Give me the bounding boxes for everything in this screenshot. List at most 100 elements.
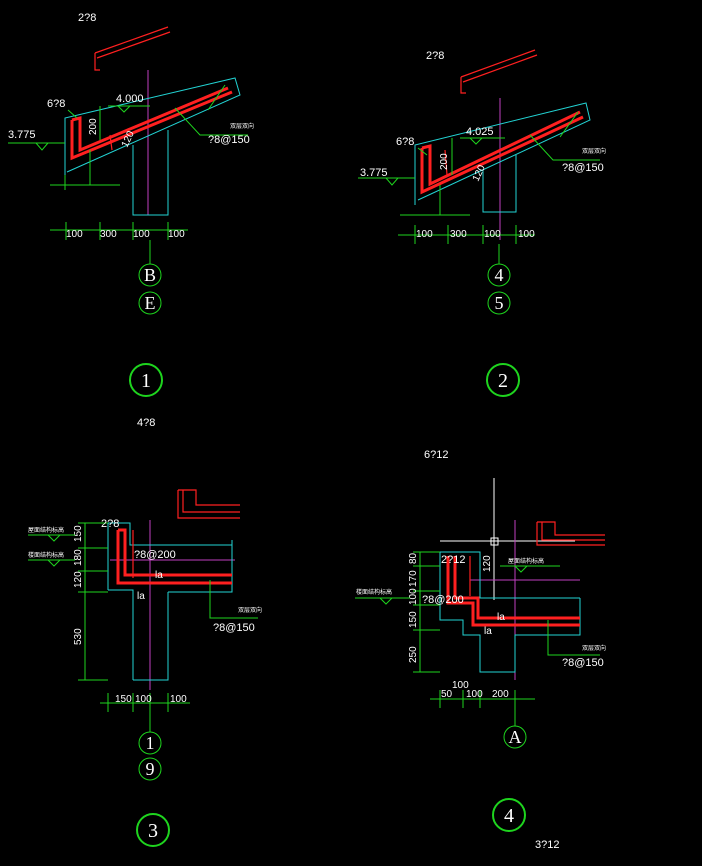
detail-2-rebar-spacing: ?8@150 xyxy=(562,162,604,174)
detail-3-parapet xyxy=(177,490,240,519)
detail-2-dim-2: 100 xyxy=(484,229,501,240)
detail-1-slab xyxy=(64,77,241,175)
detail-4-note-mid: 楼面结构标高 xyxy=(356,588,392,596)
detail-4-anchor-b: la xyxy=(484,626,492,637)
detail-4-dim-2: 200 xyxy=(492,689,509,700)
detail-3-anchor-b: la xyxy=(137,591,145,602)
detail-1-dim-2: 100 xyxy=(133,229,150,240)
detail-4-stirrup: ?8@200 xyxy=(422,594,464,606)
detail-1-rebar xyxy=(70,90,233,161)
detail-2-dim-vertical: 200 xyxy=(439,153,450,170)
detail-1-dim-0: 100 xyxy=(66,229,83,240)
detail-2-slab xyxy=(414,102,591,205)
detail-1-dim-1: 300 xyxy=(100,229,117,240)
detail-2-side-rebar: 6?8 xyxy=(396,136,414,148)
detail-1-note: 双层双向 xyxy=(230,122,254,130)
detail-4-axis-circle-a xyxy=(503,725,527,749)
detail-4-top-rebar: 6?12 xyxy=(424,449,448,461)
detail-2-axis-circle-b xyxy=(487,291,511,315)
detail-3-dim-0: 150 xyxy=(115,694,132,705)
detail-4-parapet xyxy=(536,522,605,546)
detail-2-note: 双层双向 xyxy=(582,147,606,155)
detail-4-dim-0: 50 xyxy=(441,689,453,700)
detail-4-dim-v-2: 100 xyxy=(408,588,419,605)
detail-1-axis-a: B xyxy=(144,265,156,285)
detail-1-parapet-top xyxy=(94,26,169,54)
detail-4-number: 4 xyxy=(504,805,514,827)
detail-4-dim-top: 100 xyxy=(452,680,469,691)
detail-2-parapet-top xyxy=(460,49,536,78)
detail-2-level-top: 4.025 xyxy=(466,126,494,138)
detail-1-axis-b: E xyxy=(145,293,156,313)
detail-3-anchor-a: la xyxy=(155,570,163,581)
detail-1-number: 1 xyxy=(141,370,151,392)
detail-3-stirrup: ?8@200 xyxy=(134,549,176,561)
detail-2-number: 2 xyxy=(498,370,508,392)
detail-2-dim-slope: 120 xyxy=(471,163,488,183)
detail-3-dim-1: 100 xyxy=(135,694,152,705)
detail-2-axis-a: 4 xyxy=(495,265,504,285)
detail-2-dim-3: 100 xyxy=(518,229,535,240)
detail-3-axis-b: 9 xyxy=(146,759,155,779)
detail-3-dim-v-0: 150 xyxy=(73,525,84,542)
detail-4-dim-v-3: 150 xyxy=(408,611,419,628)
detail-3-top-rebar: 4?8 xyxy=(137,417,155,429)
detail-3-note-top: 屋面结构标高 xyxy=(28,526,64,534)
detail-3-beam xyxy=(107,522,232,590)
detail-4-dim-v-0: 80 xyxy=(408,552,419,564)
detail-3-inner-rebar: 2?8 xyxy=(101,518,119,530)
detail-2-number-circle xyxy=(486,363,520,397)
detail-4: 6?12 80 170 100 150 250 楼面结构标高 2?12 xyxy=(355,449,606,851)
detail-3-rebar-spacing: ?8@150 xyxy=(213,622,255,634)
detail-1-column xyxy=(132,130,169,216)
detail-3-axis-a: 1 xyxy=(146,733,155,753)
detail-1-axis-circle-b xyxy=(138,291,162,315)
detail-3-dim-v-3: 530 xyxy=(73,628,84,645)
detail-1-dim-vertical: 200 xyxy=(88,118,99,135)
detail-3-axis-circle-a xyxy=(138,731,162,755)
detail-2-level-left: 3.775 xyxy=(360,167,388,179)
detail-1-rebar-spacing: ?8@150 xyxy=(208,134,250,146)
detail-4-dim-v-1: 170 xyxy=(408,570,419,587)
detail-4-rebar-spacing: ?8@150 xyxy=(562,657,604,669)
detail-4-cursor-box xyxy=(490,537,499,546)
detail-3-dim-v-2: 120 xyxy=(73,571,84,588)
detail-3: 4?8 150 180 120 530 屋面结构标高 楼面结构标高 2?8 xyxy=(28,417,262,847)
detail-3-dim-2: 100 xyxy=(170,694,187,705)
detail-3-rebar xyxy=(116,530,232,585)
detail-3-axis-circle-b xyxy=(138,757,162,781)
detail-1-axis-circle-a xyxy=(138,263,162,287)
detail-1-dim-3: 100 xyxy=(168,229,185,240)
detail-4-bottom-rebar: 3?12 xyxy=(535,839,559,851)
detail-3-note-right: 双层双向 xyxy=(238,606,262,614)
detail-1-level-left: 3.775 xyxy=(8,129,36,141)
detail-1-level-top: 4.000 xyxy=(116,93,144,105)
detail-3-number: 3 xyxy=(148,820,158,842)
detail-2-axis-circle-a xyxy=(487,263,511,287)
detail-3-dim-v-1: 180 xyxy=(73,549,84,566)
detail-2-dim-1: 300 xyxy=(450,229,467,240)
detail-4-inner-rebar: 2?12 xyxy=(441,554,465,566)
detail-2-axis-b: 5 xyxy=(495,293,504,313)
detail-4-number-circle xyxy=(492,798,526,832)
detail-4-axis-a: A xyxy=(509,727,522,747)
detail-1-top-rebar: 2?8 xyxy=(78,12,96,24)
detail-2-top-rebar: 2?8 xyxy=(426,50,444,62)
detail-4-anchor-a: la xyxy=(497,612,505,623)
detail-1-number-circle xyxy=(129,363,163,397)
detail-4-dim-inner: 120 xyxy=(482,555,493,572)
detail-2: 2?8 3.775 6?8 4.025 200 120 双层双向 ?8@150 … xyxy=(358,49,606,397)
detail-2-column xyxy=(482,155,517,213)
detail-4-note-top: 屋面结构标高 xyxy=(508,557,544,565)
detail-4-rebar xyxy=(446,556,580,627)
detail-1: 2?8 3.775 6?8 4.000 200 120 双层双向 ?8@150 xyxy=(8,12,254,397)
detail-4-dim-v-4: 250 xyxy=(408,646,419,663)
detail-3-note-mid: 楼面结构标高 xyxy=(28,551,64,559)
detail-2-dim-0: 100 xyxy=(416,229,433,240)
detail-3-number-circle xyxy=(136,813,170,847)
detail-1-side-rebar: 6?8 xyxy=(47,98,65,110)
detail-4-beam xyxy=(440,551,580,599)
detail-4-dim-1: 100 xyxy=(466,689,483,700)
detail-2-rebar xyxy=(420,115,584,195)
